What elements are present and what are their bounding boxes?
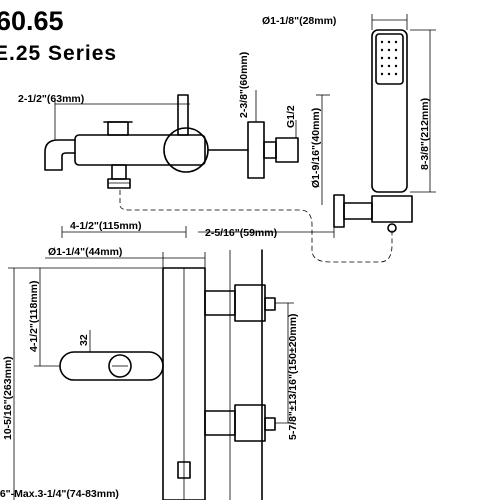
dim-shower-dia: Ø1-1/8"(28mm)	[262, 15, 336, 27]
bath-spout-icon	[44, 94, 209, 189]
dimension-lines-front	[8, 252, 294, 500]
dim-thread: G1/2	[285, 105, 297, 128]
dim-lever-height: 4-1/2"(118mm)	[28, 280, 40, 352]
model-number: 60.65	[0, 6, 64, 36]
series-name: E.25 Series	[0, 42, 117, 65]
dim-body-length: 4-1/2"(115mm)	[70, 220, 142, 232]
dim-handle-offset: Ø1-9/16"(40mm)	[310, 108, 322, 188]
dim-shower-length: 8-3/8"(212mm)	[419, 98, 431, 170]
dim-valve-height: 2-3/8"(60mm)	[238, 52, 250, 118]
hose-line	[119, 190, 393, 263]
eccentric-connector-icon	[207, 121, 299, 179]
dim-centers: 5-7/8"±13/16"(150±20mm)	[287, 313, 299, 440]
dim-depth-range: 16"-Max.3-1/4"(74-83mm)	[0, 488, 119, 500]
dim-total-height: 10-5/16"(263mm)	[2, 356, 14, 440]
dim-spout-reach: 2-1/2"(63mm)	[18, 93, 84, 105]
dim-bracket-depth: 2-5/16"(59mm)	[205, 227, 277, 239]
dimension-lines-top	[54, 14, 436, 238]
dim-lever-width: 32	[78, 334, 90, 346]
handshower-icon	[371, 29, 408, 193]
valve-front-view	[59, 249, 276, 500]
wall-bracket-icon	[333, 194, 413, 233]
dim-body-dia: Ø1-1/4"(44mm)	[48, 246, 122, 258]
